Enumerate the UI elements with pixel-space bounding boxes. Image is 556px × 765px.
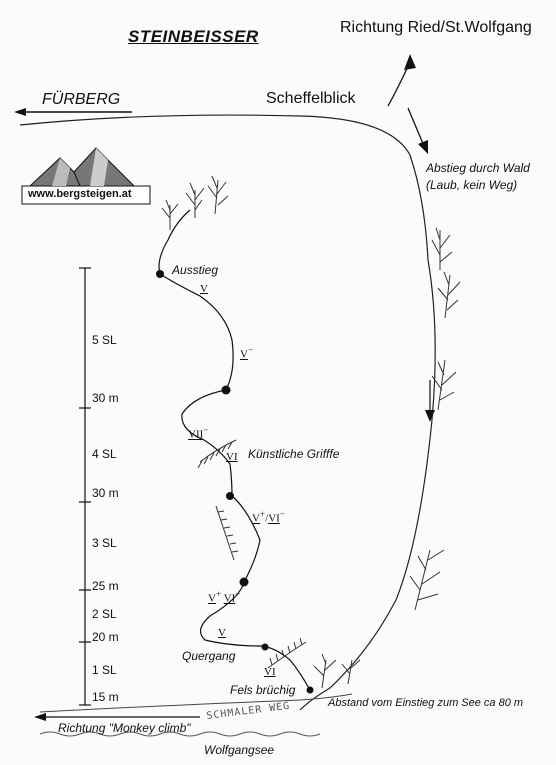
scale-mark-5: 3 SL bbox=[92, 536, 117, 550]
descent-arrow-lower bbox=[425, 380, 435, 422]
grade-pitch-2-a: V bbox=[208, 592, 216, 605]
grade-pitch-2: V+ VI− bbox=[208, 589, 241, 605]
scale-mark-8: 20 m bbox=[92, 630, 119, 644]
trees bbox=[161, 175, 461, 689]
monkey-climb-label: Richtung "Monkey climb" bbox=[58, 721, 191, 735]
belay-3 bbox=[239, 577, 249, 587]
scale-mark-2: 30 m bbox=[92, 391, 119, 405]
grade-pitch-5: V− bbox=[240, 345, 254, 361]
grade-pitch-5-base: V bbox=[240, 348, 248, 361]
scale-mark-3: 4 SL bbox=[92, 447, 117, 461]
grade-pitch-4a-base: VII bbox=[188, 428, 204, 441]
belay-ausstieg bbox=[156, 270, 164, 278]
grade-pitch-2-a-mod: + bbox=[215, 589, 222, 599]
descent-trail-line bbox=[299, 259, 436, 711]
grade-pitch-3-b: VI bbox=[268, 512, 280, 525]
scheffelblick-label: Scheffelblick bbox=[266, 90, 356, 107]
belay-einstieg bbox=[306, 686, 314, 694]
direction-ried-label: Richtung Ried/St.Wolfgang bbox=[340, 19, 532, 36]
logo-text: www.bergsteigen.at bbox=[28, 188, 132, 200]
grade-pitch-5-mod: − bbox=[247, 345, 254, 355]
distance-note-label: Abstand vom Einstieg zum See ca 80 m bbox=[328, 697, 524, 709]
bergsteigen-logo bbox=[21, 147, 151, 205]
scale-mark-4: 30 m bbox=[92, 486, 119, 500]
kuenstliche-griffe-label: Künstliche Grifffe bbox=[248, 447, 340, 461]
belay-4 bbox=[226, 492, 234, 500]
climbing-route-line bbox=[158, 209, 311, 691]
grade-pitch-4a: VII− bbox=[188, 425, 209, 441]
descent-arrow bbox=[407, 107, 428, 154]
grade-pitch-3-a: V bbox=[252, 512, 260, 525]
scale-mark-6: 25 m bbox=[92, 579, 119, 593]
fuerberg-label: FÜRBERG bbox=[42, 91, 121, 108]
grade-pitch-6: V bbox=[200, 283, 208, 295]
fels-bruechig-label: Fels brüchig bbox=[230, 683, 296, 697]
grade-pitch-3-sep: / bbox=[265, 512, 269, 525]
ried-arrow bbox=[387, 54, 416, 107]
grade-pitch-3-b-mod: − bbox=[279, 509, 285, 519]
descent-label: Abstieg durch Wald bbox=[426, 161, 530, 175]
ausstieg-label: Ausstieg bbox=[172, 263, 219, 277]
scale-mark-10: 15 m bbox=[92, 690, 119, 704]
scale-bar bbox=[79, 267, 91, 706]
grade-pitch-3-a-mod: + bbox=[259, 509, 266, 519]
belay-5 bbox=[221, 385, 231, 395]
monkey-climb-arrow bbox=[34, 713, 200, 721]
belay-2 bbox=[261, 643, 269, 651]
shore-line bbox=[39, 693, 353, 713]
grade-pitch-1a: VI bbox=[264, 666, 276, 678]
top-trail-line bbox=[19, 114, 429, 261]
wolfgangsee-label: Wolfgangsee bbox=[204, 743, 275, 757]
rock-hatching bbox=[197, 439, 307, 669]
grade-pitch-1b: V bbox=[218, 627, 226, 639]
scale-mark-1: 5 SL bbox=[92, 333, 117, 347]
fuerberg-arrow bbox=[14, 108, 132, 116]
grade-pitch-4b: VI bbox=[226, 451, 238, 463]
descent-note-label: (Laub, kein Weg) bbox=[426, 178, 518, 192]
grade-pitch-3: V+/VI− bbox=[252, 509, 285, 525]
grade-pitch-2-b: VI bbox=[223, 592, 236, 605]
route-title: STEINBEISSER bbox=[128, 27, 259, 46]
grade-pitch-2-b-mod: − bbox=[235, 589, 241, 599]
lake-wave bbox=[39, 731, 321, 737]
quergang-label: Quergang bbox=[182, 649, 236, 663]
scale-mark-7: 2 SL bbox=[92, 607, 117, 621]
grade-pitch-4a-mod: − bbox=[203, 425, 209, 435]
scale-mark-9: 1 SL bbox=[92, 663, 117, 677]
